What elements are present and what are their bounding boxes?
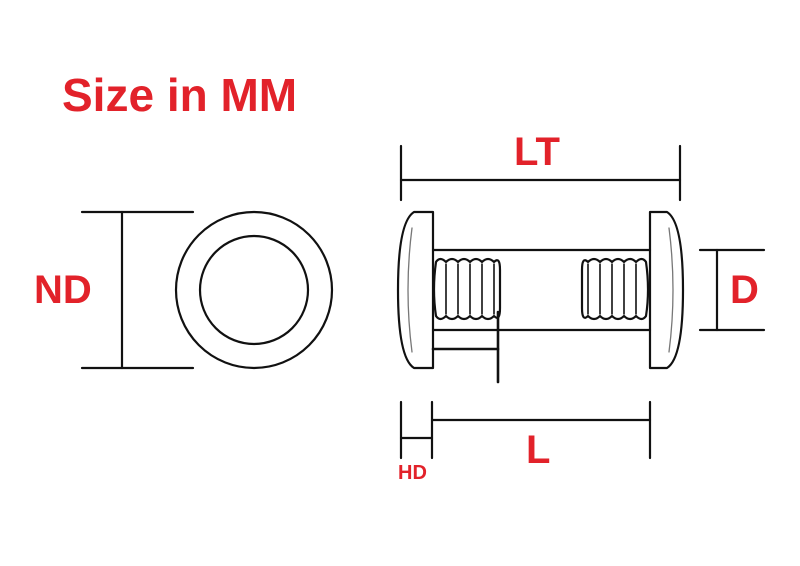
right-head-highlight (668, 227, 674, 353)
left-head-highlight (407, 227, 413, 353)
d-label: D (730, 268, 759, 312)
right-thread (580, 257, 650, 321)
lt-label: LT (514, 130, 560, 174)
hd-label: HD (398, 462, 427, 484)
end-view (80, 210, 334, 370)
l-label: L (526, 428, 551, 472)
head-outer-circle (174, 210, 334, 370)
nd-label: ND (34, 268, 92, 312)
right-thread-ridges (587, 263, 637, 315)
lt-dimension (399, 144, 682, 202)
d-dimension (698, 248, 766, 332)
right-head (648, 210, 685, 370)
head-inner-circle (198, 234, 310, 346)
left-thread (432, 257, 502, 321)
section-marker (431, 310, 500, 384)
left-head (396, 210, 435, 370)
page-title: Size in MM (62, 69, 298, 121)
hd-l-dimensions (399, 400, 652, 460)
left-thread-ridges (445, 263, 495, 315)
side-view (396, 210, 685, 384)
